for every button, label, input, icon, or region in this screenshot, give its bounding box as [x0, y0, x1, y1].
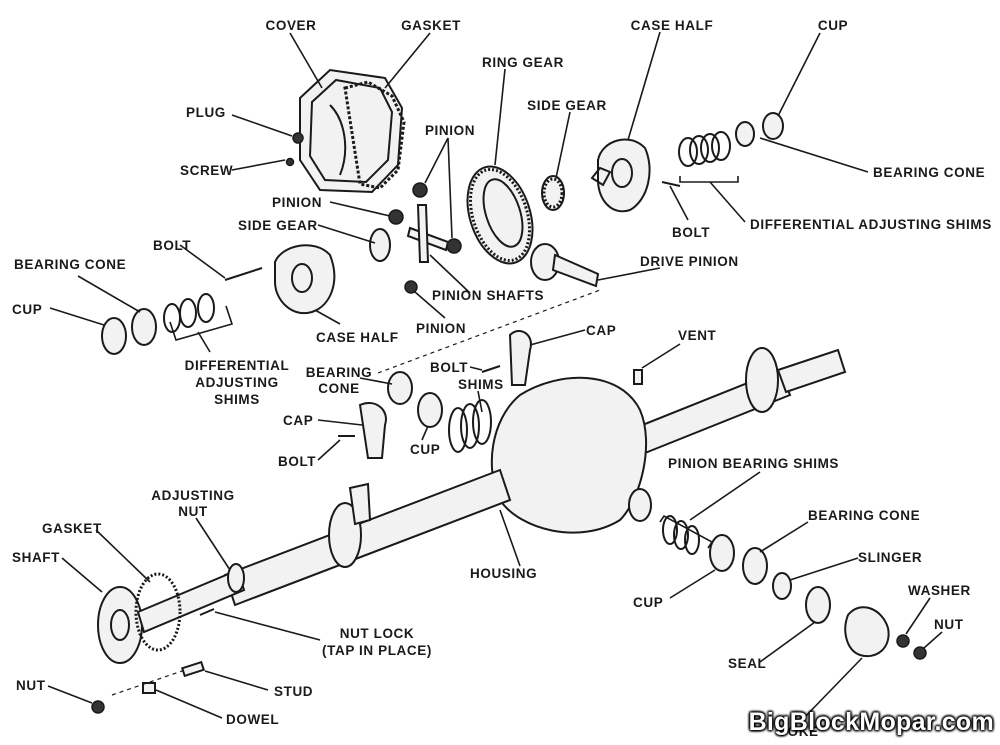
- label-bearing-cone-lower: BEARING CONE: [808, 508, 921, 523]
- bearing-cone-left-part: [131, 308, 157, 346]
- washer-part: [896, 634, 910, 648]
- nut-left-part: [91, 700, 105, 714]
- label-adjusting-nut: ADJUSTING NUT: [151, 488, 235, 519]
- label-bearing-cone-mid: BEARING CONE: [305, 365, 373, 396]
- diff-shims-left-part: [163, 293, 215, 333]
- case-half-right-part: [590, 138, 651, 213]
- shaft-part: [97, 568, 246, 664]
- bearing-cone-right-part: [735, 121, 755, 147]
- pinion-right-part: [446, 238, 462, 254]
- screw-part: [285, 157, 295, 167]
- label-cover: COVER: [265, 18, 317, 33]
- label-side-gear-left: SIDE GEAR: [238, 218, 318, 233]
- label-bolt-mid: BOLT: [430, 360, 469, 375]
- label-case-half-right: CASE HALF: [630, 18, 714, 33]
- side-gear-right-part: [541, 175, 565, 211]
- label-shaft: SHAFT: [12, 550, 60, 565]
- label-bearing-cone-left: BEARING CONE: [14, 257, 127, 272]
- label-cup-mid: CUP: [410, 442, 441, 457]
- label-gasket-left: GASKET: [42, 521, 102, 536]
- label-bolt-top-left: BOLT: [153, 238, 192, 253]
- cup-lower-part: [709, 534, 735, 572]
- seal-part: [805, 586, 831, 624]
- label-pinion-top: PINION: [424, 123, 476, 138]
- label-vent: VENT: [678, 328, 717, 343]
- label-cup-top-right: CUP: [817, 18, 849, 33]
- label-ring-gear: RING GEAR: [482, 55, 564, 70]
- stud-part: [180, 660, 206, 678]
- label-housing: HOUSING: [470, 566, 538, 581]
- label-drive-pinion: DRIVE PINION: [640, 254, 739, 269]
- label-stud: STUD: [274, 684, 314, 699]
- dowel-part: [142, 682, 156, 694]
- pinion-left-part: [388, 209, 404, 225]
- ring-gear-part: [466, 165, 534, 265]
- label-bearing-cone-right: BEARING CONE: [873, 165, 986, 180]
- label-diff-shims-right: DIFFERENTIAL ADJUSTING SHIMS: [750, 217, 992, 232]
- label-bolt-right: BOLT: [672, 225, 711, 240]
- cup-top-right-part: [762, 112, 784, 140]
- case-half-left-part: [274, 244, 336, 315]
- label-yoke: YOKE: [778, 724, 819, 739]
- side-gear-left-part: [369, 228, 391, 262]
- bolt-top-left-part: [224, 267, 263, 281]
- nut-lock-part: [199, 608, 215, 616]
- bearing-cone-lower-part: [742, 547, 768, 585]
- cap-left-part: [358, 402, 387, 459]
- label-plug: PLUG: [186, 105, 226, 120]
- label-bolt-lower: BOLT: [278, 454, 317, 469]
- bearing-cone-mid-part: [387, 371, 413, 405]
- label-side-gear-right: SIDE GEAR: [527, 98, 607, 113]
- label-cap-right: CAP: [586, 323, 617, 338]
- label-pinion-bearing-shims: PINION BEARING SHIMS: [668, 456, 840, 471]
- label-cup-left: CUP: [12, 302, 43, 317]
- yoke-part: [844, 606, 890, 658]
- bolt-right-part: [661, 181, 681, 187]
- label-nut-left: NUT: [16, 678, 46, 693]
- pinion-shafts-part: [406, 204, 450, 263]
- label-pinion-left: PINION: [272, 195, 323, 210]
- diff-shims-right-part: [678, 131, 731, 167]
- label-screw: SCREW: [180, 163, 234, 178]
- label-cup-lower: CUP: [633, 595, 664, 610]
- pinion-bearing-shims-part: [662, 515, 700, 555]
- plug-part: [292, 132, 304, 144]
- cap-right-part: [508, 330, 532, 386]
- drive-pinion-part: [530, 243, 600, 288]
- cup-mid-part: [417, 392, 443, 428]
- label-pinion-bottom: PINION: [416, 321, 467, 336]
- leader-lines: [47, 31, 943, 723]
- gasket-left-part: [134, 572, 182, 652]
- watermark-text: BigBlockMopar.com: [748, 708, 994, 736]
- label-dowel: DOWEL: [226, 712, 280, 727]
- cup-left-part: [101, 317, 127, 355]
- nut-right-part: [913, 646, 927, 660]
- cover-part: [299, 68, 404, 194]
- housing-part: [223, 347, 847, 607]
- pinion-top-part: [412, 182, 428, 198]
- label-case-half-left: CASE HALF: [316, 330, 399, 345]
- label-slinger: SLINGER: [858, 550, 923, 565]
- label-shims-mid: SHIMS: [458, 377, 504, 392]
- gasket-top-part: [343, 80, 406, 190]
- label-nut-right: NUT: [934, 617, 964, 632]
- bolt-mid-part: [481, 365, 501, 373]
- vent-part: [633, 369, 643, 385]
- label-pinion-shafts: PINION SHAFTS: [432, 288, 545, 303]
- label-cap-left: CAP: [283, 413, 314, 428]
- label-gasket-top: GASKET: [401, 18, 461, 33]
- label-seal: SEAL: [728, 656, 767, 671]
- slinger-part: [772, 572, 792, 600]
- shims-mid-part: [448, 399, 492, 453]
- label-nut-lock: NUT LOCK (TAP IN PLACE): [322, 626, 432, 658]
- pinion-bottom-part: [404, 280, 418, 294]
- adjusting-nut-part: [227, 563, 245, 593]
- label-washer: WASHER: [908, 583, 971, 598]
- label-diff-shims-left: DIFFERENTIAL ADJUSTING SHIMS: [184, 358, 290, 407]
